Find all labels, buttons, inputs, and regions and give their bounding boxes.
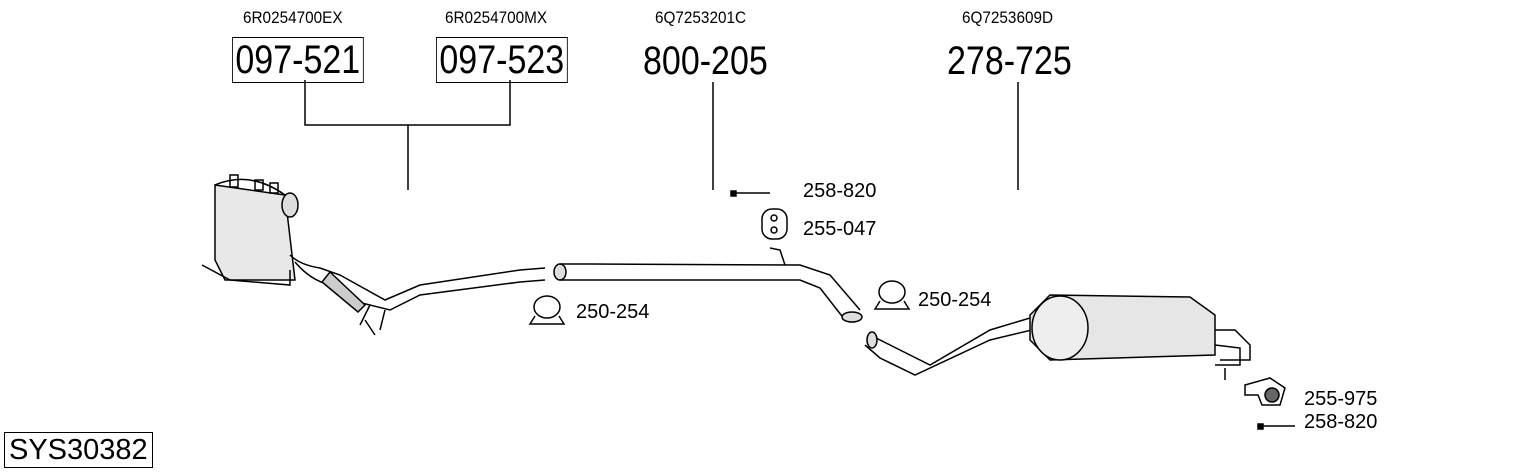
middle-pipe (553, 247, 863, 323)
accessory-part-number[interactable]: 258-820 (1304, 411, 1378, 433)
part-number[interactable]: 800-205 (643, 39, 768, 83)
accessory-part-number[interactable]: 255-975 (1304, 388, 1378, 410)
bolt-icons (730, 190, 1295, 430)
accessory-part-number[interactable]: 250-254 (918, 289, 992, 311)
hanger-icons (761, 208, 1286, 406)
accessory-part-number[interactable]: 250-254 (576, 301, 650, 323)
part-number[interactable]: 278-725 (947, 39, 1072, 83)
oe-number: 6Q7253609D (962, 8, 1054, 27)
oe-number: 6R0254700MX (445, 8, 548, 27)
part-number[interactable]: 097-523 (436, 37, 568, 83)
accessory-part-number[interactable]: 258-820 (803, 180, 877, 202)
system-id: SYS30382 (4, 432, 153, 468)
oe-number: 6R0254700EX (243, 8, 343, 27)
clamp-icons (528, 280, 911, 325)
part-number[interactable]: 097-521 (232, 37, 364, 83)
leader-lines (304, 80, 1019, 190)
accessory-part-number[interactable]: 255-047 (803, 218, 877, 240)
catalytic-converter (201, 174, 546, 336)
rear-silencer (864, 294, 1251, 380)
oe-number: 6Q7253201C (655, 8, 747, 27)
